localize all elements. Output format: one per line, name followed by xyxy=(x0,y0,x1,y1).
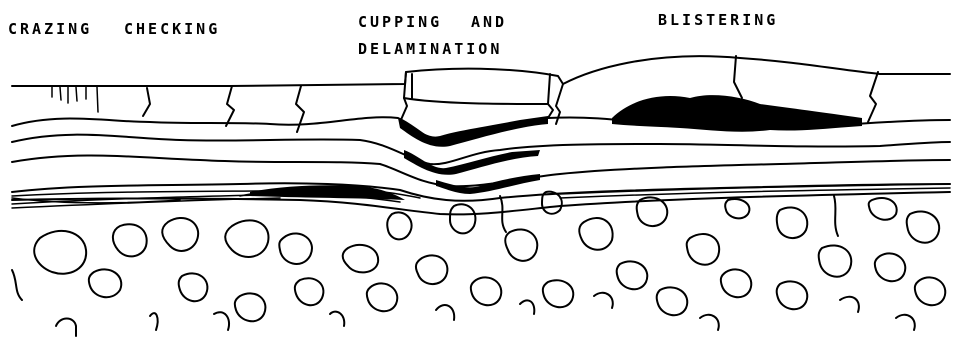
stone xyxy=(387,212,411,239)
stone xyxy=(279,233,312,264)
stone xyxy=(505,229,537,260)
stone xyxy=(579,218,612,250)
stone xyxy=(907,211,939,242)
stone xyxy=(295,278,324,305)
stone xyxy=(657,287,688,315)
stone xyxy=(416,255,447,284)
stone xyxy=(34,231,86,274)
top-surface-line xyxy=(12,56,950,86)
stone xyxy=(725,199,749,218)
stone xyxy=(543,280,573,307)
stone xyxy=(471,277,501,305)
stone xyxy=(915,277,945,305)
stone xyxy=(89,269,121,297)
crazing-cracks xyxy=(52,87,98,112)
aggregate-stones xyxy=(34,192,945,322)
stone xyxy=(450,204,475,233)
stone xyxy=(367,283,397,311)
stone xyxy=(162,218,198,251)
cupping-flakes xyxy=(400,72,553,122)
stone xyxy=(235,293,266,321)
stone xyxy=(721,269,751,297)
stone xyxy=(179,273,208,301)
stone xyxy=(777,281,808,309)
stone xyxy=(617,261,648,289)
stone xyxy=(869,198,897,220)
stone xyxy=(875,253,905,281)
stone xyxy=(777,207,808,238)
substrate-squiggles xyxy=(12,196,915,336)
stone xyxy=(343,245,378,273)
stone xyxy=(819,245,852,276)
stone xyxy=(225,220,268,257)
stone xyxy=(687,234,719,265)
stone xyxy=(113,224,147,256)
